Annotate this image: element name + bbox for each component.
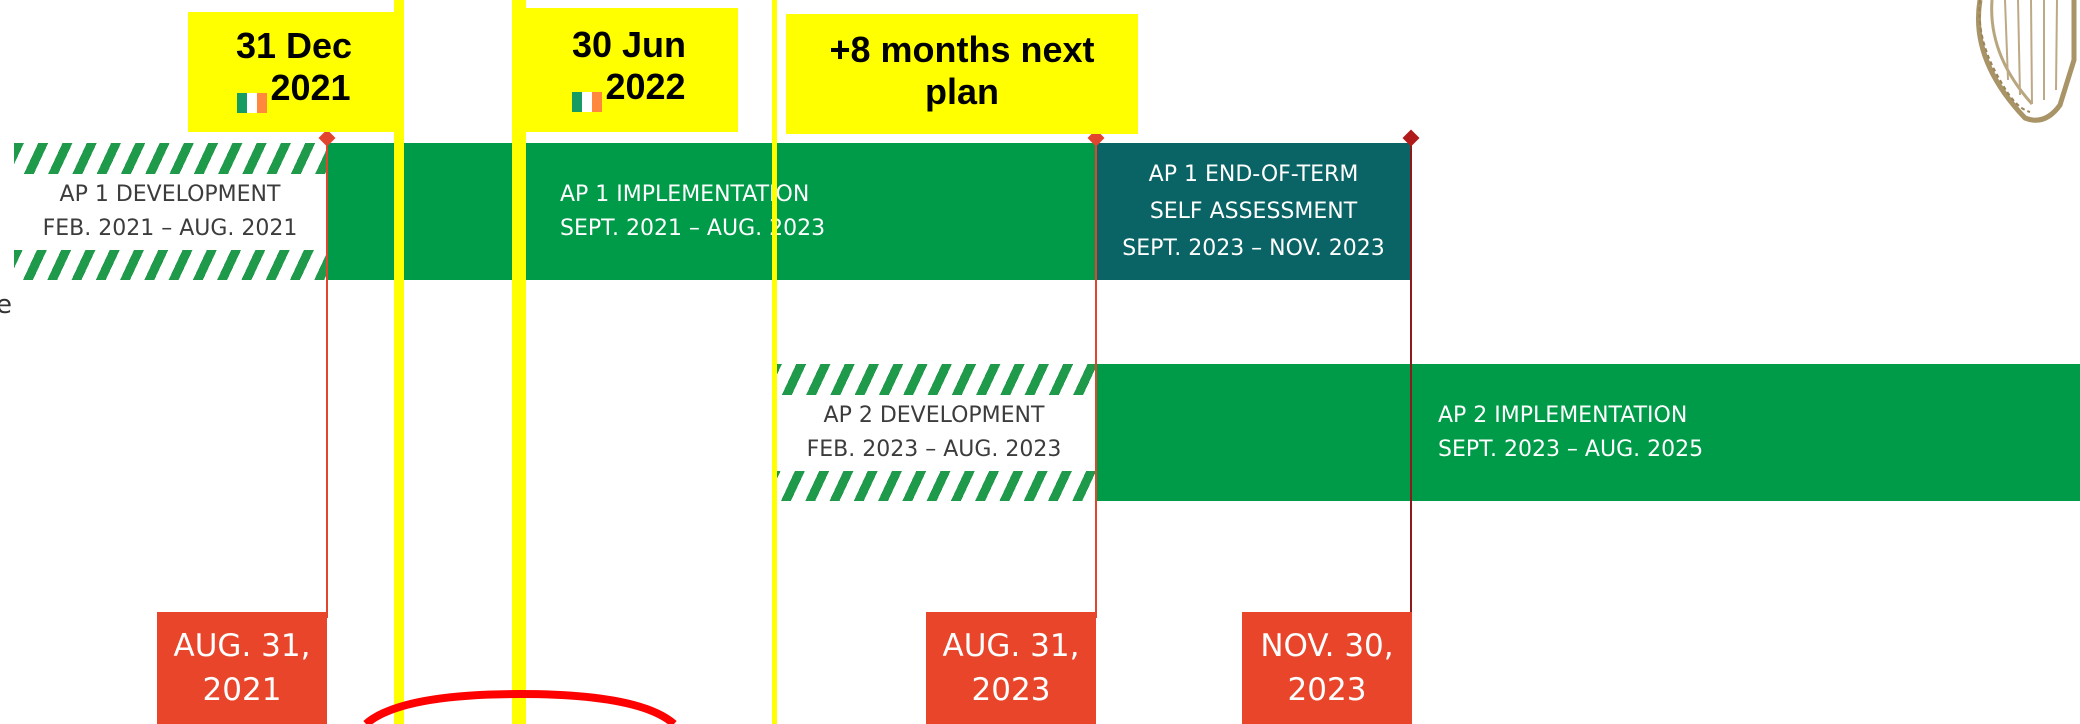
ap1-implementation-box: AP 1 IMPLEMENTATION SEPT. 2021 – AUG. 20… — [326, 143, 1096, 280]
ap2-development-dates: FEB. 2023 – AUG. 2023 — [806, 436, 1062, 462]
milestone-date-line1: AUG. 31, — [173, 628, 311, 664]
milestone-date-aug-2021: AUG. 31, 2021 — [157, 612, 327, 724]
ap1-development-title: AP 1 DEVELOPMENT — [59, 181, 281, 207]
annotation-note-line2-row: 2021 — [188, 67, 400, 114]
milestone-date-line2: 2023 — [971, 672, 1051, 708]
milestone-date-line2: 2023 — [1287, 672, 1367, 708]
ireland-flag-icon — [572, 79, 603, 113]
ap2-implementation-title: AP 2 IMPLEMENTATION — [1438, 402, 1688, 428]
milestone-date-aug-2023: AUG. 31, 2023 — [926, 612, 1096, 724]
ireland-flag-icon — [237, 80, 268, 114]
milestone-line-aug-2021 — [326, 138, 328, 618]
ap1-self-assessment-box: AP 1 END-OF-TERM SELF ASSESSMENT SEPT. 2… — [1096, 143, 1411, 280]
annotation-line-jun-2022 — [512, 0, 526, 724]
annotation-note-line1: +8 months next — [829, 29, 1095, 70]
ap2-development-label: AP 2 DEVELOPMENT FEB. 2023 – AUG. 2023 — [772, 394, 1096, 471]
ap1-implementation-dates: SEPT. 2021 – AUG. 2023 — [560, 215, 826, 241]
annotation-note-dec-2021: 31 Dec 2021 — [188, 12, 400, 132]
ap1-development-dates: FEB. 2021 – AUG. 2021 — [42, 215, 298, 241]
milestone-date-nov-2023: NOV. 30, 2023 — [1242, 612, 1412, 724]
annotation-note-line2: plan — [924, 71, 999, 112]
annotation-note-line2: 2022 — [605, 66, 686, 107]
milestone-line-nov-2023 — [1410, 138, 1412, 618]
annotation-note-line1: 31 Dec — [235, 25, 353, 66]
ap1-development-box: AP 1 DEVELOPMENT FEB. 2021 – AUG. 2021 — [14, 143, 326, 280]
milestone-date-line2: 2021 — [202, 672, 282, 708]
annotation-line-next-plan — [772, 0, 777, 724]
milestone-line-aug-2023 — [1095, 138, 1097, 618]
ap1-implementation-title: AP 1 IMPLEMENTATION — [560, 181, 810, 207]
ap1-development-label: AP 1 DEVELOPMENT FEB. 2021 – AUG. 2021 — [14, 173, 326, 250]
ap2-implementation-box: AP 2 IMPLEMENTATION SEPT. 2023 – AUG. 20… — [1096, 364, 2080, 501]
ap2-development-box: AP 2 DEVELOPMENT FEB. 2023 – AUG. 2023 — [772, 364, 1096, 501]
annotation-note-line2: 2021 — [270, 67, 351, 108]
harp-logo-icon — [1975, 0, 2077, 123]
ap1-self-assessment-dates: SEPT. 2023 – NOV. 2023 — [1122, 236, 1385, 261]
milestone-date-line1: AUG. 31, — [942, 628, 1080, 664]
annotation-line-dec-2021 — [394, 0, 404, 724]
milestone-date-line1: NOV. 30, — [1260, 628, 1394, 664]
ap1-self-assessment-line1: AP 1 END-OF-TERM — [1148, 162, 1359, 187]
ap2-implementation-dates: SEPT. 2023 – AUG. 2025 — [1438, 436, 1704, 462]
annotation-note-jun-2022: 30 Jun 2022 — [520, 8, 738, 132]
annotation-note-line1: 30 Jun — [571, 24, 687, 65]
ap1-self-assessment-line2: SELF ASSESSMENT — [1149, 199, 1358, 224]
red-circle-annotation — [363, 690, 677, 724]
ap2-development-title: AP 2 DEVELOPMENT — [823, 402, 1045, 428]
annotation-note-line2-row: 2022 — [520, 66, 738, 113]
annotation-note-next-plan: +8 months next plan — [786, 14, 1138, 134]
left-text-fragment: e — [0, 290, 12, 320]
